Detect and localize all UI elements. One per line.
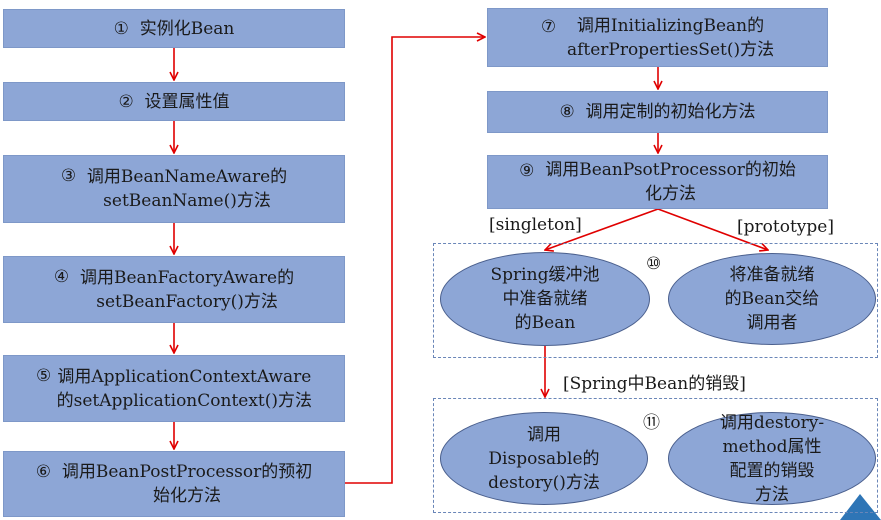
arrow-6-7 (345, 37, 485, 484)
singleton-label: [singleton] (489, 215, 582, 235)
step-2-number: ② (118, 91, 134, 112)
step-9-box: ⑨ 调用BeanPsotProcessor的初始 化方法 (487, 155, 828, 209)
step-6-box: ⑥ 调用BeanPostProcessor的预初 始化方法 (3, 451, 345, 517)
hand-to-caller-text: 将准备就绪 的Bean交给 调用者 (724, 265, 820, 333)
step-5-text: 调用ApplicationContextAware 的setApplicatio… (56, 366, 313, 411)
step-1-number: ① (113, 18, 129, 39)
corner-triangle-icon (840, 494, 881, 520)
step-5-box: ⑤ 调用ApplicationContextAware 的setApplicat… (3, 355, 345, 422)
destroy-label: [Spring中Bean的销毁] (563, 374, 746, 394)
spring-pool-text: Spring缓冲池 中准备就绪 的Bean (490, 265, 600, 333)
step-9-number: ⑨ (519, 161, 535, 181)
group-10-frame (433, 243, 878, 358)
step-3-number: ③ (60, 166, 77, 186)
disposable-ellipse: 调用 Disposable的 destory()方法 (440, 412, 648, 505)
step-1-box: ① 实例化Bean (3, 9, 345, 48)
step-8-text: 调用定制的初始化方法 (585, 102, 756, 122)
step-2-box: ② 设置属性值 (3, 82, 345, 121)
step-3-text: 调用BeanNameAware的 setBeanName()方法 (86, 167, 288, 211)
step-7-text: 调用InitializingBean的 afterPropertiesSet()… (566, 15, 775, 60)
destroy-method-ellipse: 调用destory- method属性 配置的销毁 方法 (668, 412, 876, 505)
group-10-number: ⑩ (646, 254, 662, 274)
step-4-number: ④ (53, 267, 70, 287)
step-8-box: ⑧ 调用定制的初始化方法 (487, 91, 828, 133)
step-5-number: ⑤ (35, 366, 52, 386)
step-6-number: ⑥ (35, 462, 52, 482)
destroy-method-text: 调用destory- method属性 配置的销毁 方法 (719, 412, 825, 505)
step-1-text: 实例化Bean (139, 18, 235, 39)
spring-pool-ellipse: Spring缓冲池 中准备就绪 的Bean (440, 252, 650, 346)
disposable-text: 调用 Disposable的 destory()方法 (488, 424, 600, 493)
step-3-box: ③ 调用BeanNameAware的 setBeanName()方法 (3, 155, 345, 223)
step-4-box: ④ 调用BeanFactoryAware的 setBeanFactory()方法 (3, 256, 345, 323)
prototype-label: [prototype] (737, 217, 834, 237)
step-2-text: 设置属性值 (144, 91, 230, 112)
step-6-text: 调用BeanPostProcessor的预初 始化方法 (61, 462, 313, 506)
step-7-box: ⑦ 调用InitializingBean的 afterPropertiesSet… (487, 8, 828, 67)
step-4-text: 调用BeanFactoryAware的 setBeanFactory()方法 (79, 267, 295, 312)
step-8-number: ⑧ (559, 102, 575, 122)
step-7-number: ⑦ (540, 17, 557, 37)
group-11-number: ⑪ (643, 413, 660, 433)
hand-to-caller-ellipse: 将准备就绪 的Bean交给 调用者 (668, 253, 876, 345)
step-9-text: 调用BeanPsotProcessor的初始 化方法 (545, 160, 796, 204)
group-11-frame (433, 398, 878, 513)
